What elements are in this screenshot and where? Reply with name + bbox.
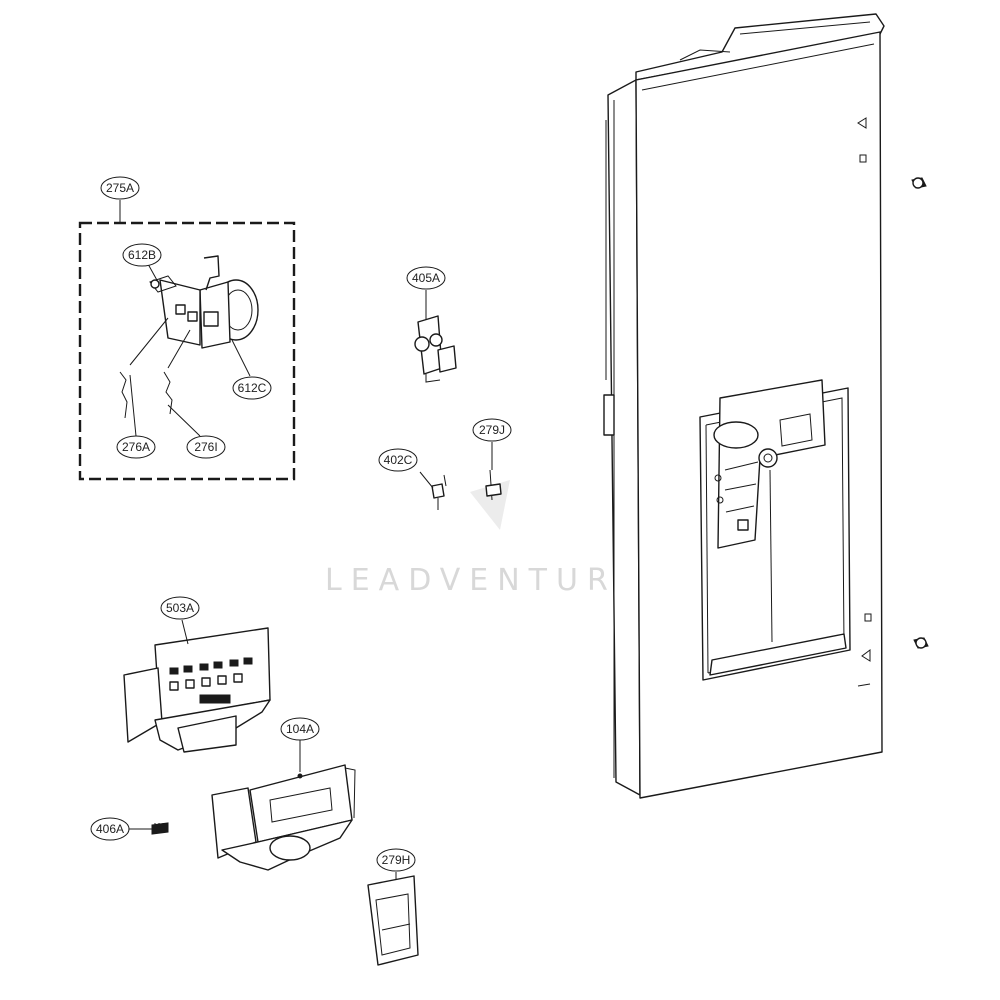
part-612c-motor — [199, 279, 259, 349]
callout-406a: 406A — [90, 817, 130, 841]
refrigerator-door — [603, 13, 885, 799]
part-279h-cover — [367, 875, 419, 966]
callout-279h-label: 279H — [382, 853, 411, 867]
callout-279j: 279J — [472, 418, 512, 442]
watermark: LEADVENTURE — [325, 480, 645, 598]
callout-276a: 276A — [116, 435, 156, 459]
part-405a-valve — [414, 315, 457, 383]
callout-276a-label: 276A — [122, 440, 150, 454]
callout-402c-label: 402C — [384, 453, 413, 467]
assembly-275a-box — [78, 200, 296, 481]
callout-503a-label: 503A — [166, 601, 194, 615]
callout-406a-label: 406A — [96, 822, 124, 836]
callout-612c-label: 612C — [238, 381, 267, 395]
door-screw-top — [911, 177, 927, 189]
part-104a-dispenser-housing — [211, 764, 356, 871]
callout-612b-label: 612B — [128, 248, 156, 262]
callout-405a-label: 405A — [412, 271, 440, 285]
callout-402c: 402C — [378, 448, 418, 472]
callout-279h: 279H — [376, 848, 416, 872]
part-276a-wire — [119, 317, 169, 419]
door-screw-bottom — [913, 637, 929, 649]
part-276i-wire — [163, 329, 191, 415]
part-503a-control-panel — [123, 627, 271, 753]
callout-276i-label: 276I — [194, 440, 217, 454]
callout-279j-label: 279J — [479, 423, 505, 437]
part-402c-switch — [431, 474, 447, 510]
part-612b-bracket — [149, 255, 220, 346]
callout-275a-label: 275A — [106, 181, 134, 195]
callout-612b: 612B — [122, 243, 162, 267]
callout-104a-label: 104A — [286, 722, 314, 736]
callout-104a: 104A — [280, 717, 320, 741]
callout-503a: 503A — [160, 596, 200, 620]
part-279j-spring — [485, 469, 502, 501]
leader-lines — [128, 263, 493, 880]
callout-276i: 276I — [186, 435, 226, 459]
watermark-text: LEADVENTURE — [325, 563, 645, 598]
callout-275a: 275A — [100, 176, 140, 200]
callout-405a: 405A — [406, 266, 446, 290]
callout-612c: 612C — [232, 376, 272, 400]
part-406a-screw — [151, 822, 169, 835]
